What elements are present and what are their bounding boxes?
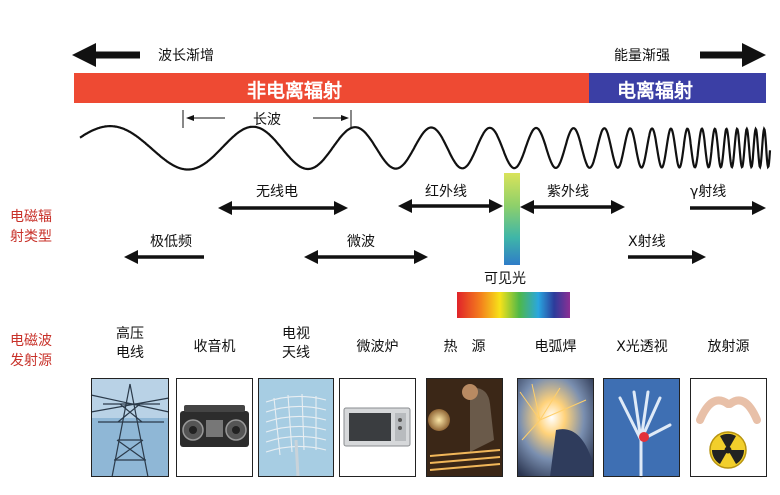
microwave-range-arrow <box>304 250 428 264</box>
wavelength-bracket <box>182 110 352 128</box>
source-label-arc-welding: 电弧焊 <box>534 339 577 355</box>
radioactive-icon <box>690 378 767 477</box>
thumbnail-power-line <box>91 378 169 477</box>
thumbnail-xray <box>603 378 680 477</box>
source-label-power-line: 高压 电线 <box>116 326 144 361</box>
visible-light-bar <box>504 173 520 265</box>
visible-light-label: 可见光 <box>484 271 526 287</box>
source-label-radio: 收音机 <box>193 339 236 355</box>
thumbnail-radio <box>176 378 253 477</box>
microwave-label: 微波 <box>347 234 375 250</box>
infrared-range-arrow <box>398 199 503 213</box>
source-label-heat-source: 热 源 <box>443 339 486 355</box>
thumbnail-tv-antenna <box>258 378 334 477</box>
thumbnail-radioactive <box>690 378 767 477</box>
microwave-oven-icon <box>339 378 416 477</box>
source-label-radioactive: 放射源 <box>707 339 750 355</box>
radio-icon <box>176 378 253 477</box>
radiation-source-heading: 电磁波 发射源 <box>10 333 52 369</box>
arrow-left-icon <box>72 43 140 67</box>
gamma-ray-label: γ射线 <box>690 184 727 200</box>
xray-label: X射线 <box>628 234 666 250</box>
antenna-icon <box>258 378 334 478</box>
gamma-range-arrow <box>690 201 766 215</box>
extremely-low-frequency-label: 极低频 <box>150 234 192 250</box>
ultraviolet-range-arrow <box>520 200 625 214</box>
xray-hand-icon <box>603 378 680 479</box>
source-label-tv-antenna: 电视 天线 <box>282 326 310 361</box>
source-label-xray: X光透视 <box>616 339 668 355</box>
thumbnail-microwave-oven <box>339 378 416 477</box>
heat-source-icon <box>426 378 503 477</box>
radiation-type-heading: 电磁辐 射类型 <box>10 209 52 245</box>
long-wave-label: 长波 <box>253 112 281 128</box>
infrared-label: 红外线 <box>425 184 467 200</box>
thumbnail-arc-welding <box>517 378 594 477</box>
non-ionizing-label: 非电离辐射 <box>247 80 343 102</box>
thumbnail-heat-source <box>426 378 503 477</box>
xray-range-arrow <box>628 250 706 264</box>
elf-range-arrow <box>124 250 204 264</box>
energy-increasing-label: 能量渐强 <box>614 48 670 64</box>
electromagnetic-wave <box>79 125 772 171</box>
source-label-microwave-oven: 微波炉 <box>356 339 399 355</box>
ionizing-label: 电离辐射 <box>617 80 694 102</box>
ionizing-band: 电离辐射 <box>589 73 766 103</box>
wavelength-increasing-label: 波长渐增 <box>158 48 214 64</box>
arc-welding-icon <box>517 378 594 477</box>
power-tower-icon <box>90 378 170 478</box>
radio-wave-label: 无线电 <box>256 184 298 200</box>
radio-range-arrow <box>218 201 348 215</box>
visible-spectrum <box>457 292 570 318</box>
ultraviolet-label: 紫外线 <box>547 184 589 200</box>
arrow-right-icon <box>700 43 766 67</box>
non-ionizing-band: 非电离辐射 <box>74 73 589 103</box>
